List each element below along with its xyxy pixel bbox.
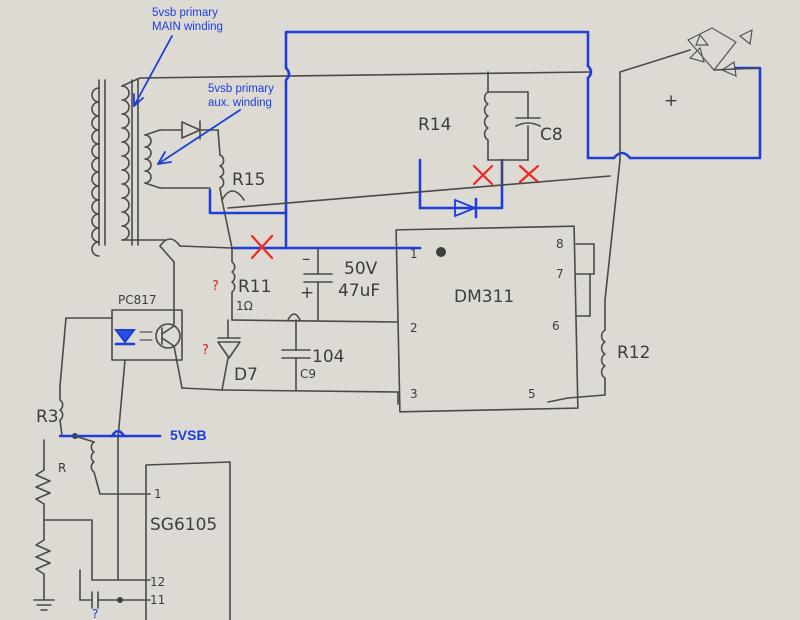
- d7-label: D7: [234, 365, 258, 385]
- ic-dm311: DM311 1 2 3 5 6 7 8: [395, 225, 595, 413]
- vsb-net-label: 5VSB: [170, 427, 207, 443]
- r14-c8-snubber: R14 C8: [418, 71, 563, 186]
- r14-resistor: [483, 91, 489, 141]
- opto-crossover: [159, 238, 181, 247]
- r14-label: R14: [418, 115, 451, 135]
- r3-label: R3: [36, 407, 59, 427]
- ic1-pin5: 5: [528, 387, 536, 401]
- diode-added: [454, 198, 478, 218]
- elcap-minus: –: [302, 249, 311, 269]
- bridge-rectifier: +: [604, 27, 759, 331]
- d7-diode: D7 ?: [202, 319, 258, 391]
- ic2-pin12: 12: [150, 575, 165, 589]
- q-d7: ?: [202, 343, 209, 358]
- cap-104: 104 C9: [281, 319, 344, 391]
- q-bottom: ?: [92, 607, 98, 620]
- r12-resistor: [567, 329, 606, 399]
- main-winding-label-line1: 5vsb primary: [152, 7, 218, 19]
- r15-resistor: [219, 154, 225, 201]
- r15-label: R15: [232, 170, 265, 190]
- transformer-core: [98, 79, 139, 246]
- r12-label: R12: [617, 343, 650, 363]
- ic1-pin6: 6: [552, 319, 560, 333]
- elcap-value: 47uF: [338, 281, 380, 301]
- ic1-pin1: 1: [410, 247, 418, 261]
- pc817-label: PC817: [118, 293, 157, 307]
- r11-value: 1Ω: [236, 299, 253, 313]
- removed-connection-marks: [250, 164, 540, 260]
- r3-resistor: R3: [36, 385, 64, 437]
- aux-winding-label-line1: 5vsb primary: [208, 83, 274, 95]
- ic-sg6105: SG6105 1 12 11: [145, 461, 231, 620]
- c8-label: C8: [540, 125, 563, 145]
- ic2-label: SG6105: [150, 515, 217, 535]
- transformer-main-winding: [121, 85, 130, 241]
- annotation-aux-winding: 5vsb primary aux. winding: [157, 83, 274, 165]
- bottom-capacitor: ?: [79, 569, 151, 620]
- bridge-plus-label: +: [664, 91, 678, 111]
- transformer-left-winding: [91, 87, 100, 257]
- trimmer-label: R: [58, 461, 66, 475]
- ic1-pin2: 2: [410, 321, 418, 335]
- elcap-voltage: 50V: [344, 259, 378, 279]
- annotation-main-winding: 5vsb primary MAIN winding: [133, 7, 223, 107]
- ic1-label: DM311: [454, 287, 514, 307]
- ic1-pin8: 8: [556, 237, 564, 251]
- feedback-inductor: [90, 441, 151, 495]
- r11-label: R11: [238, 277, 271, 297]
- elcap-plus: +: [300, 283, 314, 303]
- r15-crossover: [221, 190, 245, 201]
- blue-modification-wires: [208, 30, 762, 250]
- ic1-pin3: 3: [410, 387, 418, 401]
- ic2-pin1: 1: [154, 487, 162, 501]
- trimmer-resistor: R: [35, 439, 151, 581]
- pin1-dot: [436, 247, 446, 257]
- r11-resistor: [231, 247, 236, 321]
- aux-diode: [159, 120, 221, 156]
- lower-resistor: [33, 519, 55, 611]
- elcap-47uf: – + 50V 47uF: [300, 247, 380, 321]
- optocoupler-pc817: PC817: [111, 261, 223, 391]
- transformer: [91, 71, 591, 257]
- aux-winding-label-line2: aux. winding: [208, 97, 272, 109]
- ic2-pin11: 11: [150, 593, 165, 607]
- c8-capacitor: [515, 122, 541, 127]
- cap-ref: C9: [300, 367, 316, 381]
- cap-value: 104: [312, 347, 344, 367]
- transformer-aux-winding: [144, 134, 152, 184]
- q-r11: ?: [212, 279, 219, 294]
- main-winding-label-line2: MAIN winding: [152, 21, 223, 33]
- ic1-pin7: 7: [556, 267, 564, 281]
